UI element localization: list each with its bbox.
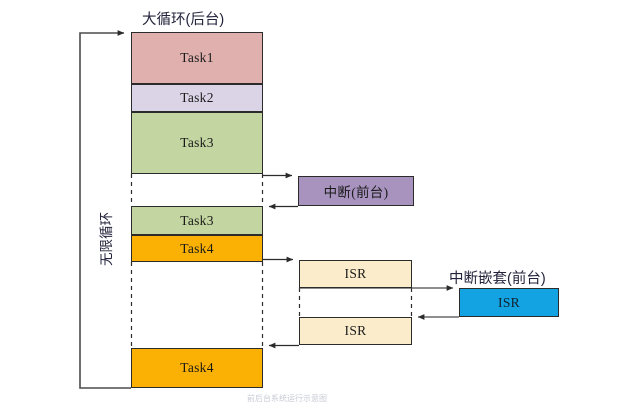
infinite-loop-bracket [79,30,131,389]
isr-transfer-arrows [263,256,299,349]
task4-final-block: Task4 [131,348,263,388]
infinite-loop-label: 无限循环 [99,212,114,266]
task4-block: Task4 [131,235,263,262]
isr-first-block: ISR [299,260,412,288]
interrupt-block: 中断(前台) [298,176,414,206]
nested-isr-block: ISR [459,288,559,317]
isr-resume-block: ISR [299,317,412,345]
task3-resume-block: Task3 [131,206,263,235]
task3-block: Task3 [131,112,263,174]
nested-isr-transfer-arrows [299,285,459,320]
task2-block: Task2 [131,84,263,112]
task1-block: Task1 [131,32,263,84]
title-nested-label: 中断嵌套(前台) [449,271,546,287]
interrupt-transfer-arrows [263,172,298,210]
title-background-label: 大循环(后台) [142,12,225,28]
diagram-caption: 前后台系统运行示意图 [247,394,327,403]
